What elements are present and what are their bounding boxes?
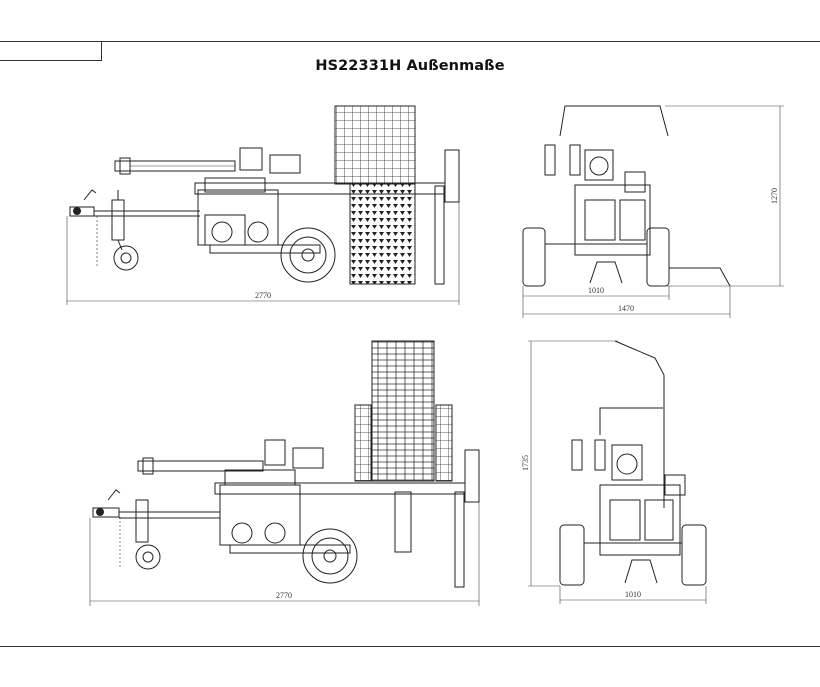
dimension-height: 1270 — [770, 188, 779, 204]
side-view-working: 2770 — [89, 340, 480, 606]
dimension-track-width: 1010 — [588, 286, 604, 295]
bottom-frame-line — [0, 646, 820, 647]
side-view-transport: 2770 — [66, 105, 460, 305]
dimension-overall-width: 1470 — [618, 304, 634, 313]
dimension-length: 2770 — [255, 291, 271, 300]
front-view-working: 1735 1010 — [521, 340, 707, 604]
dimension-height-working: 1735 — [521, 455, 530, 471]
dimension-track-width-working: 1010 — [625, 590, 641, 599]
dimension-length-working: 2770 — [276, 591, 292, 600]
front-view-transport: 1270 1010 1470 — [522, 105, 784, 318]
title-block-corner — [0, 41, 102, 61]
drawing-title: HS22331H Außenmaße — [315, 58, 505, 74]
top-frame-line — [0, 41, 820, 42]
